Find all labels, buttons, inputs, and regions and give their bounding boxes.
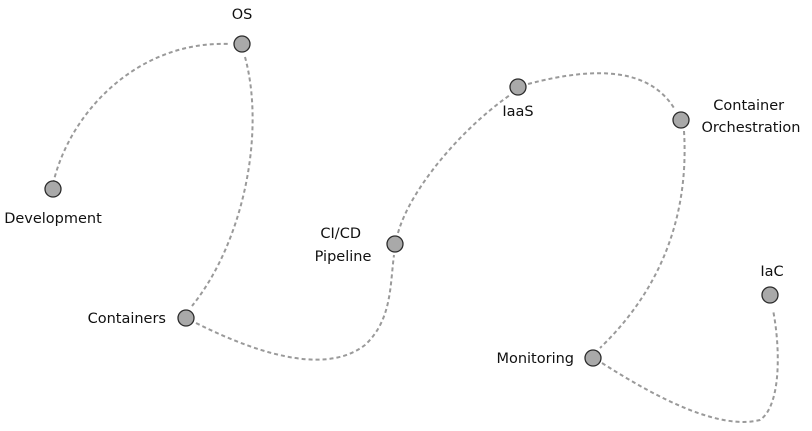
edge-monitoring-iac (601, 309, 779, 423)
node-iaas-dot[interactable] (509, 78, 527, 96)
node-development-label: Development (4, 211, 102, 227)
edge-orchestration-monitoring (599, 130, 686, 349)
node-monitoring-dot[interactable] (584, 349, 602, 367)
node-cicd-label: CI/CD Pipeline (315, 226, 372, 265)
edge-containers-cicd (195, 254, 395, 361)
node-iac-dot[interactable] (761, 286, 779, 304)
edge-development-os (52, 42, 231, 185)
node-iac-label: IaC (760, 264, 783, 280)
node-cicd-label-line1: CI/CD (320, 226, 361, 242)
node-development-dot[interactable] (44, 180, 62, 198)
node-os-label: OS (232, 7, 253, 23)
node-iaas-label: IaaS (502, 104, 533, 120)
node-containers-dot[interactable] (177, 309, 195, 327)
node-container-orchestration-label-line1: Container (713, 98, 784, 114)
node-os-dot[interactable] (233, 35, 251, 53)
node-monitoring-label: Monitoring (496, 351, 574, 367)
node-cicd-dot[interactable] (386, 235, 404, 253)
label-layer: OS Development Containers CI/CD Pipeline… (4, 7, 800, 367)
edge-iaas-orchestration (527, 72, 675, 109)
connector-layer (52, 42, 779, 423)
node-container-orchestration-dot[interactable] (672, 111, 690, 129)
node-container-orchestration-label-line2: Orchestration (701, 120, 800, 136)
node-cicd-label-line2: Pipeline (315, 249, 372, 265)
edge-os-containers (191, 56, 254, 307)
node-layer (44, 35, 779, 367)
node-containers-label: Containers (88, 311, 166, 327)
edge-cicd-iaas (397, 94, 511, 234)
node-container-orchestration-label: Container Orchestration (701, 98, 800, 136)
